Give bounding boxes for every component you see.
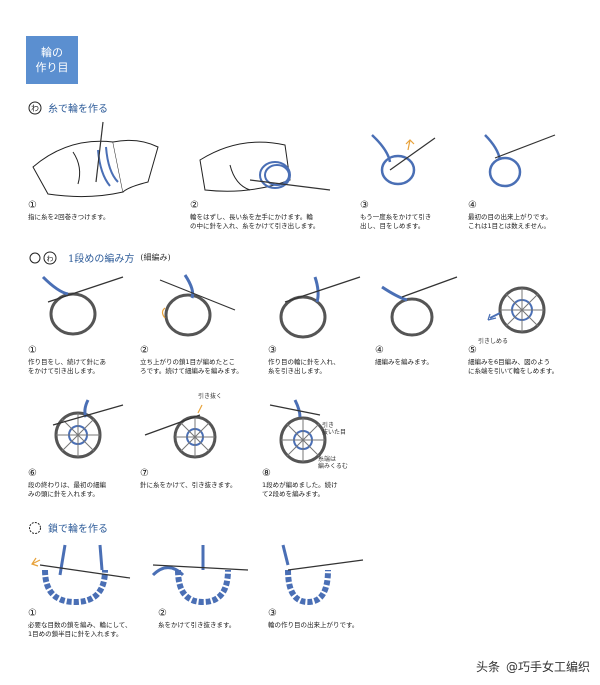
step-caption: 針に糸をかけて、引き抜きます。 (140, 481, 237, 489)
yarn-ring-icon: わ (28, 101, 42, 114)
round-end-illustration (52, 399, 124, 459)
hand-hook-illustration (199, 141, 331, 192)
chain-loop-illustration (31, 544, 131, 606)
slip-stitch-illustration (144, 404, 217, 459)
step-caption: 細編みを6目編み、図のよう に糸端を引いて輪をしめます。 (468, 358, 559, 375)
first-stitch-illustration (484, 134, 556, 188)
ring-hook-illustration (381, 276, 458, 337)
step-caption: 輪をはずし、長い糸を左手にかけます。輪 の中に針を入れ、糸をかけて引き出します。 (190, 213, 320, 230)
step-number: ③ (268, 345, 277, 356)
step-number: ④ (468, 200, 477, 211)
chain-ring-icon (29, 521, 41, 534)
section-title-yarn-ring: わ 糸で輪を作る (28, 100, 108, 115)
hand-wrap-illustration (32, 121, 159, 198)
step-number: ③ (268, 608, 277, 619)
step-caption: 必要な目数の鎖を編み、輪にして、 1目めの鎖半目に針を入れます。 (28, 621, 132, 638)
step-number: ⑤ (468, 345, 477, 356)
watermark: 头条 @巧手女工编织 (476, 658, 590, 675)
section-badge: 輪の 作り目 (26, 36, 78, 84)
step-number: ② (158, 608, 167, 619)
badge-line1: 輪の (41, 46, 63, 59)
step-caption: 作り目をし、続けて針にあ をかけて引き出します。 (28, 358, 106, 375)
step-number: ⑧ (262, 468, 271, 479)
step-number: ④ (375, 345, 384, 356)
step-caption: 立ち上がりの鎖1目が編めたとこ ろです。続けて細編みを編みます。 (140, 358, 243, 375)
step-number: ⑦ (140, 468, 149, 479)
watermark-brand: 头条 (475, 660, 500, 674)
svg-text:わ: わ (47, 255, 54, 263)
section-title-first-round: わ 1段めの編み方 (細編み) (28, 250, 171, 265)
badge-line2: 作り目 (35, 61, 69, 74)
finished-round-illustration (269, 399, 327, 464)
annotation-pulled-stitch: 引き 抜いた目 (322, 422, 347, 436)
annotation-yarn-end-wrap: 糸端は 編みくるむ (318, 456, 348, 470)
watermark-handle: @巧手女工编织 (505, 660, 590, 674)
step-caption: 段の終わりは、最初の細編 みの頭に針を入れます。 (28, 481, 106, 498)
chain-join-illustration (151, 545, 249, 606)
section-title-text: 鎖で輪を作る (48, 524, 108, 535)
step-number: ① (28, 608, 37, 619)
round-diagram-icon: わ (29, 251, 57, 264)
step-number: ① (28, 200, 37, 211)
step-number: ⑥ (28, 468, 37, 479)
ring-pull-illustration (371, 134, 436, 186)
chain-finished-illustration (281, 544, 364, 606)
section-title-chain-ring: 鎖で輪を作る (28, 520, 108, 535)
step-number: ③ (360, 200, 369, 211)
section-title-text: 糸で輪を作る (48, 104, 108, 115)
section-title-text: 1段めの編み方 (68, 254, 135, 265)
annotation-pull-tight: 引きしめる (478, 338, 509, 345)
ring-hook-illustration (279, 276, 361, 339)
svg-text:わ: わ (31, 104, 39, 113)
step-caption: 作り目の輪に針を入れ、 糸を引き出します。 (268, 358, 340, 375)
step-caption: もう一度糸をかけて引き 出し、目をしめます。 (360, 213, 432, 230)
step-caption: 輪の作り目の出来上がりです。 (268, 621, 359, 629)
annotation-pull-through: 引き抜く (198, 393, 223, 400)
section-subtitle: (細編み) (140, 253, 171, 262)
six-stitch-ring-illustration (487, 286, 546, 334)
ring-hook-illustration (41, 275, 124, 336)
step-caption: 指に糸を2回巻きつけます。 (28, 213, 110, 221)
step-caption: 1段めが編めました。続け て2段めを編みます。 (262, 481, 338, 498)
step-number: ② (190, 200, 199, 211)
step-caption: 細編みを編みます。 (375, 358, 433, 366)
ring-hook-illustration (159, 274, 236, 337)
step-number: ② (140, 345, 149, 356)
step-number: ① (28, 345, 37, 356)
step-caption: 最初の目の出来上がりです。 これは1目とは数えません。 (468, 213, 552, 230)
step-caption: 糸をかけて引き抜きます。 (158, 621, 236, 629)
